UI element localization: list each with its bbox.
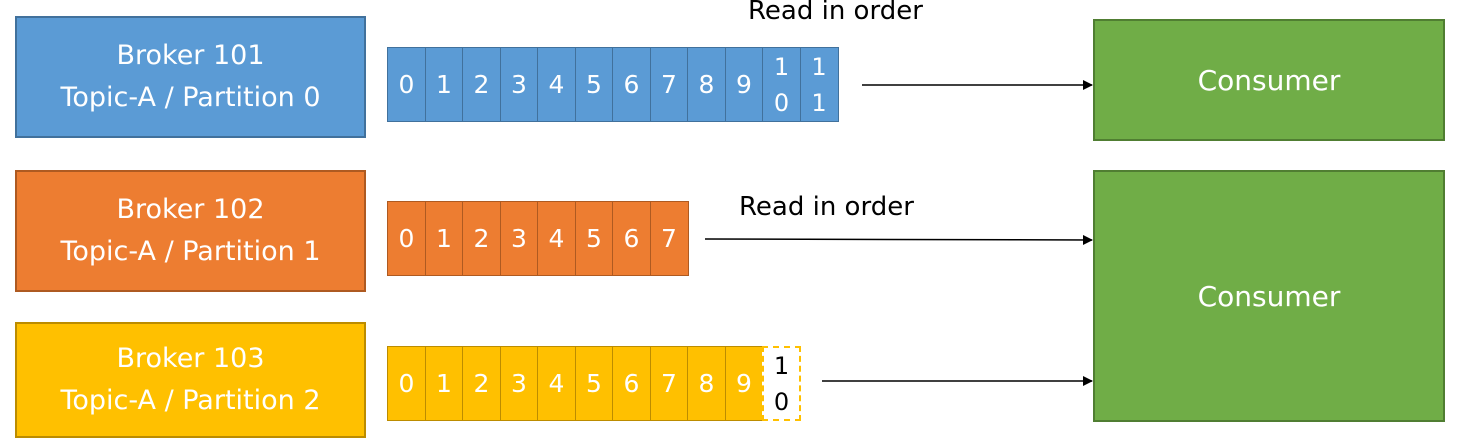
offset-digit: 1 — [773, 52, 790, 81]
offset-cell: 9 — [724, 346, 764, 421]
broker-101-box: Broker 101 Topic-A / Partition 0 — [15, 16, 366, 138]
broker-102-partition: Topic-A / Partition 1 — [60, 236, 321, 267]
offset-cell: 4 — [537, 346, 576, 421]
broker-103-partition: Topic-A / Partition 2 — [60, 385, 321, 416]
offset-cell: 7 — [649, 346, 689, 421]
offset-digit: 0 — [773, 387, 790, 416]
offset-digit: 1 — [773, 351, 790, 380]
offset-cell: 5 — [574, 47, 614, 122]
offset-cell: 5 — [574, 346, 614, 421]
offset-cell: 6 — [612, 346, 651, 421]
consumer-1-box: Consumer — [1093, 19, 1445, 141]
consumer-1-label: Consumer — [1197, 63, 1341, 97]
consumer-2-box: Consumer — [1093, 170, 1445, 422]
broker-101-name: Broker 101 — [116, 40, 265, 71]
offset-digit: 0 — [773, 88, 790, 117]
offset-cell: 4 — [537, 47, 576, 122]
offset-cell: 8 — [687, 47, 726, 122]
offset-cell: 2 — [462, 346, 501, 421]
offset-cell: 0 — [387, 346, 426, 421]
offset-digit: 1 — [811, 88, 827, 117]
broker-102-name: Broker 102 — [116, 194, 265, 225]
offset-digit: 1 — [811, 52, 827, 81]
broker-103-name: Broker 103 — [116, 343, 265, 374]
offset-cell: 2 — [462, 201, 501, 276]
offset-cell: 9 — [724, 47, 764, 122]
offset-cell: 0 — [387, 47, 426, 122]
broker-102-box: Broker 102 Topic-A / Partition 1 — [15, 170, 366, 292]
partition-1-log: 0 1 2 3 4 5 6 7 — [387, 201, 689, 276]
offset-cell: 3 — [499, 47, 539, 122]
offset-cell: 3 — [499, 201, 539, 276]
offset-cell: 7 — [649, 201, 689, 276]
read-in-order-label-middle: Read in order — [739, 192, 914, 222]
offset-cell: 6 — [612, 47, 651, 122]
broker-101-partition: Topic-A / Partition 0 — [60, 82, 321, 113]
offset-cell: 0 — [387, 201, 426, 276]
offset-cell: 7 — [649, 47, 689, 122]
offset-cell: 2 — [462, 47, 501, 122]
consumer-2-label: Consumer — [1197, 279, 1341, 313]
offset-cell: 1 — [424, 346, 464, 421]
offset-cell: 3 — [499, 346, 539, 421]
arrow-partition-1-to-consumer-2 — [704, 234, 1093, 245]
read-in-order-label-top: Read in order — [748, 0, 923, 26]
offset-cell: 5 — [574, 201, 614, 276]
offset-cell: 1 — [424, 47, 464, 122]
